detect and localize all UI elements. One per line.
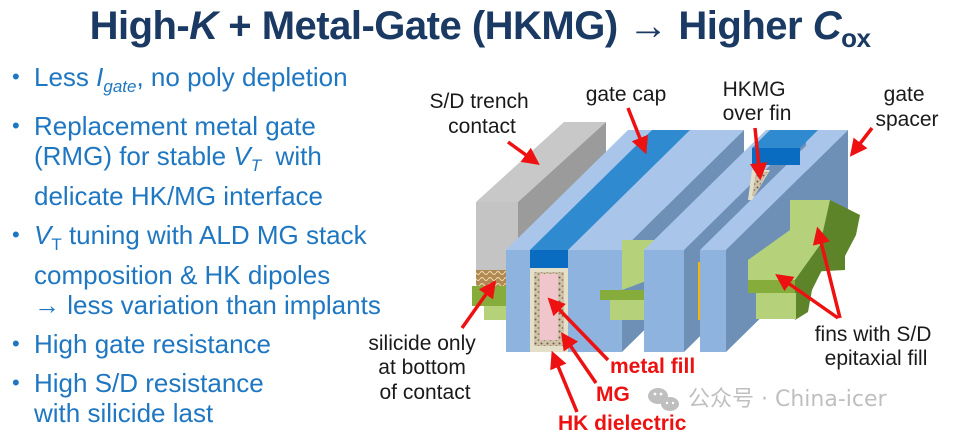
arrow-gate-cap bbox=[626, 107, 648, 155]
label-sd-trench-contact: S/D trench contact bbox=[429, 90, 534, 138]
bullet-line: High S/D resistance bbox=[34, 368, 264, 398]
bullet-dot-icon: • bbox=[12, 64, 20, 89]
bullet-dot-icon: • bbox=[12, 113, 20, 138]
gate-cap bbox=[530, 250, 568, 268]
label-metal-fill: metal fill bbox=[610, 355, 695, 378]
title-c-symbol: C bbox=[812, 4, 842, 48]
arrow-gate-spacer bbox=[849, 126, 874, 157]
slide-title: High-K + Metal-Gate (HKMG) → Higher Cox bbox=[0, 4, 960, 54]
arrow-hkmg-over-fin bbox=[749, 127, 768, 181]
symbol: V bbox=[34, 220, 52, 250]
arrow-mg bbox=[561, 332, 598, 384]
bullet-dot-icon: • bbox=[12, 331, 20, 356]
bullet-line: composition & HK dipoles bbox=[34, 260, 331, 290]
title-k-symbol: K bbox=[189, 4, 218, 48]
label-gate-spacer: gate spacer bbox=[875, 83, 938, 131]
callout-arrows bbox=[460, 107, 874, 413]
label-fins-epi: fins with S/D epitaxial fill bbox=[815, 323, 938, 370]
label-hkmg-over-fin: HKMG over fin bbox=[723, 78, 792, 125]
label-gate-cap: gate cap bbox=[586, 83, 667, 106]
bullet-line: with silicide last bbox=[34, 398, 214, 428]
bullet-dot-icon: • bbox=[12, 222, 20, 247]
arrow-metal-fill bbox=[547, 297, 610, 362]
bullet-item: • Replacement metal gate (RMG) for stabl… bbox=[12, 111, 442, 211]
arrow-silicide bbox=[460, 280, 497, 330]
label-silicide: silicide only at bottom of contact bbox=[368, 332, 481, 404]
bullet-item: • High S/D resistance with silicide last bbox=[12, 368, 442, 428]
arrow-sd-contact bbox=[506, 140, 540, 166]
subscript: gate bbox=[103, 77, 137, 96]
bullet-line: → less variation than implants bbox=[34, 290, 381, 320]
bullet-item: • VT tuning with ALD MG stack compositio… bbox=[12, 220, 442, 320]
symbol: I bbox=[96, 62, 104, 92]
label-mg: MG bbox=[596, 383, 630, 406]
label-hk-dielectric: HK dielectric bbox=[558, 412, 687, 435]
arrow-fin-2 bbox=[812, 226, 842, 319]
bullet-item: • Less Igate, no poly depletion bbox=[12, 62, 442, 102]
symbol: V bbox=[233, 141, 251, 171]
fin-epi-right bbox=[748, 200, 860, 320]
subscript: T bbox=[51, 235, 62, 254]
arrow-hk-dielectric bbox=[550, 350, 579, 413]
bullet-line: VT tuning with ALD MG stack bbox=[34, 220, 367, 254]
bullet-line: High gate resistance bbox=[34, 329, 272, 359]
bullet-list: • Less Igate, no poly depletion • Replac… bbox=[12, 62, 442, 437]
bullet-item: • High gate resistance bbox=[12, 329, 442, 359]
watermark: 公众号 · China-icer bbox=[648, 387, 888, 412]
wechat-icon bbox=[648, 388, 679, 411]
bullet-line: (RMG) for stable VT with bbox=[34, 141, 322, 175]
bullet-dot-icon: • bbox=[12, 370, 20, 395]
title-text: + Metal-Gate (HKMG) bbox=[217, 4, 629, 48]
title-c-subscript: ox bbox=[841, 23, 871, 53]
watermark-text: 公众号 · China-icer bbox=[688, 387, 888, 412]
arrow-fin-1 bbox=[775, 273, 840, 320]
bullet-line: Replacement metal gate bbox=[34, 111, 316, 141]
title-text: High- bbox=[89, 4, 190, 48]
bullet-line: Less Igate, no poly depletion bbox=[34, 62, 348, 96]
subscript: T bbox=[250, 156, 262, 175]
bullet-line: delicate HK/MG interface bbox=[34, 181, 324, 211]
arrow-icon: → bbox=[628, 4, 668, 48]
title-text: Higher bbox=[667, 4, 813, 48]
